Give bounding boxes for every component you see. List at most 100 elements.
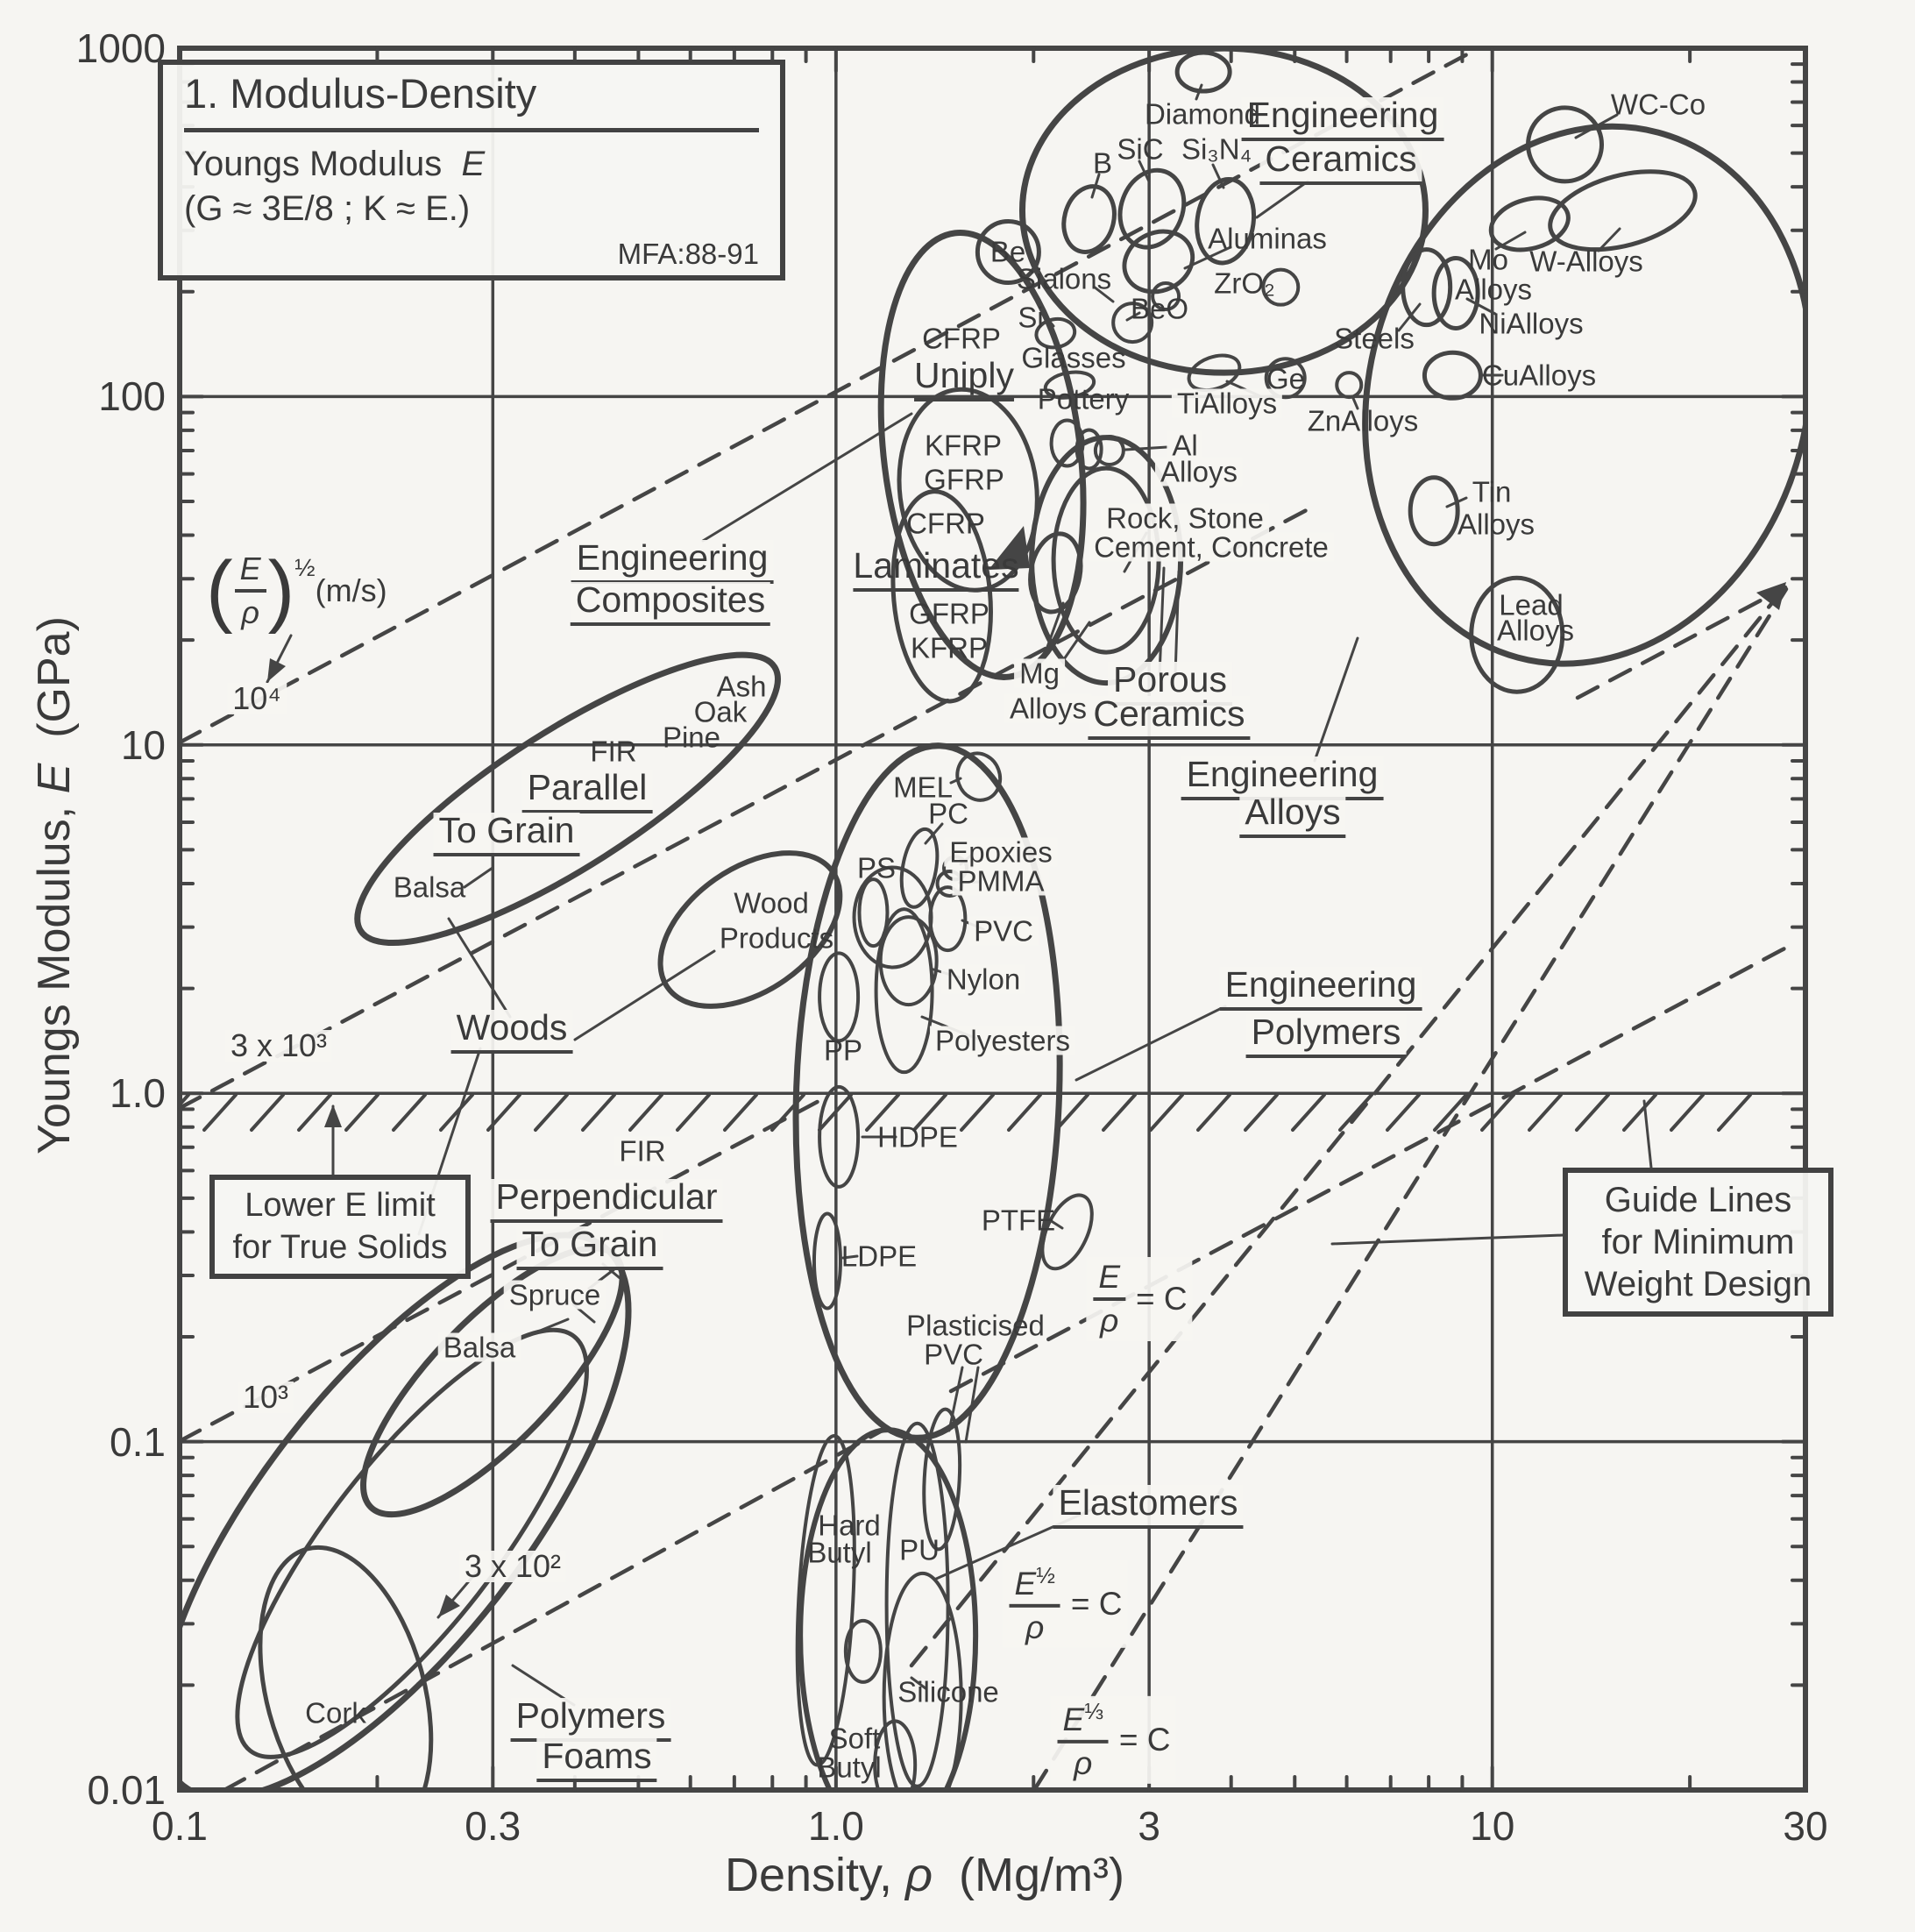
leader-line-9 [1397, 302, 1422, 332]
ellipse-beo [1111, 302, 1154, 344]
hatch-stroke [1433, 1093, 1468, 1132]
guideline-soundspeed-10e3-b [1575, 585, 1788, 700]
ellipse-epoxies [942, 855, 969, 882]
hatch-stroke [534, 1093, 569, 1132]
hatch-stroke [177, 1093, 190, 1111]
leader-line-49 [571, 1303, 596, 1324]
lower-e-limit-line2: for True Solids [232, 1228, 448, 1266]
leader-line-20 [1062, 621, 1091, 661]
hatch-stroke [676, 1093, 711, 1132]
leader-line-6 [1125, 311, 1141, 322]
leader-line-4 [1211, 163, 1225, 189]
ellipse-w-alloys [1548, 169, 1698, 252]
ellipse-ti-alloys [1187, 353, 1242, 393]
ellipse-mel [955, 751, 1003, 802]
guide-lines-line3: Weight Design [1584, 1265, 1812, 1303]
hatch-stroke [1338, 1093, 1373, 1132]
ellipse-pp [818, 951, 861, 1043]
leader-line-42 [841, 1254, 859, 1260]
ellipse-env-wood-products [657, 850, 843, 1009]
ellipse-tin-alloys [1408, 475, 1460, 547]
hatch-stroke [202, 1093, 238, 1132]
ellipses-layer [177, 46, 1808, 1793]
hatch-stroke [392, 1093, 427, 1132]
guideline-e12-over-rho [909, 583, 1789, 1668]
ellipse-steels [1401, 247, 1453, 328]
hatch-stroke [1670, 1093, 1705, 1132]
chart-subtitle: Youngs Modulus E [184, 145, 486, 183]
leader-line-46 [910, 1676, 927, 1690]
hatch-stroke [486, 1093, 521, 1132]
guideline-soundspeed-3x10e2 [222, 1426, 888, 1793]
ellipse-env-engineering-ceramics [1019, 46, 1429, 376]
leader-line-33 [463, 866, 494, 889]
ellipse-hdpe [818, 1084, 861, 1189]
x-axis-title: Density, ρ (Mg/m³) [725, 1849, 1124, 1901]
leader-line-12 [1597, 227, 1621, 252]
hatch-stroke [250, 1093, 285, 1132]
hatch-stroke [865, 1093, 900, 1132]
leader-line-50 [1330, 1233, 1564, 1246]
arrow-lower-e-limit [324, 1105, 342, 1127]
ellipse-plasticised-pvc [922, 1407, 962, 1552]
sound-speed-annotation: ( E ρ ) ½ (m/s) [206, 545, 387, 636]
leader-line-47 [511, 1664, 576, 1707]
chart-title: 1. Modulus-Density [184, 69, 759, 132]
ellipse-sic-3 [1151, 281, 1181, 312]
leader-line-28 [447, 917, 512, 1019]
arrow-3x10e2 [438, 1595, 460, 1617]
ellipse-diamond [1174, 50, 1232, 94]
leader-line-18 [1123, 531, 1148, 573]
ellipse-sic-1 [1117, 167, 1187, 250]
leader-line-16 [1225, 380, 1262, 398]
leader-line-10 [1465, 297, 1497, 316]
leader-line-24 [701, 412, 913, 543]
leader-line-29 [573, 949, 716, 1041]
hatch-stroke [628, 1093, 663, 1132]
leader-line-31 [587, 1264, 621, 1290]
hatch-stroke [581, 1093, 616, 1132]
hatch-stroke [1196, 1093, 1231, 1132]
hatch-stroke [1480, 1093, 1515, 1132]
ellipse-si3n4 [1195, 176, 1257, 266]
leader-line-27 [1255, 180, 1309, 219]
hatch-stroke [1386, 1093, 1421, 1132]
hatch-stroke [297, 1093, 332, 1132]
lower-e-limit-box: Lower E limit for True Solids [209, 1175, 471, 1279]
chart-formula: (G ≈ 3E/8 ; K ≈ E.) [184, 189, 471, 228]
ellipse-env-woods-parallel [354, 651, 781, 947]
right-paren: ) [267, 545, 295, 636]
leader-line-25 [1075, 1005, 1227, 1082]
leader-line-23 [1313, 636, 1359, 763]
ellipse-glasses [1043, 370, 1096, 400]
leader-line-17 [1124, 445, 1169, 451]
ellipse-env-polymer-foams-inner [235, 1327, 589, 1759]
ellipse-env-laminates [890, 489, 993, 704]
hatch-stroke [960, 1093, 995, 1132]
hatch-stroke [1102, 1093, 1137, 1132]
leader-line-44 [947, 1366, 964, 1432]
hatch-stroke [1622, 1093, 1657, 1132]
guideline-soundspeed-3x10e3 [177, 503, 1317, 1111]
chart-reference: MFA:88-91 [617, 238, 759, 270]
ellipse-cork [258, 1545, 434, 1793]
ellipse-ps [857, 877, 890, 948]
hatch-stroke [344, 1093, 379, 1132]
plot-border [177, 46, 1808, 1793]
ellipse-ptfe [1040, 1193, 1094, 1271]
hatch-stroke [1244, 1093, 1279, 1132]
ellipse-si [1034, 316, 1077, 350]
hatch-stroke [1054, 1093, 1089, 1132]
hatch-stroke [1717, 1093, 1752, 1132]
ellipse-hard-butyl [795, 1434, 856, 1767]
ellipse-sic-2 [1122, 229, 1195, 295]
laminates-wedge [989, 526, 1030, 570]
ellipse-elastomer-small [843, 1618, 883, 1684]
leader-line-51 [1642, 1099, 1653, 1169]
ellipse-ldpe [812, 1211, 842, 1310]
hatch-lower-e-limit [177, 1093, 1752, 1132]
ellipse-soft-butyl [873, 1719, 918, 1793]
guide-lines-box: Guide Lines for Minimum Weight Design [1563, 1168, 1833, 1317]
hatch-stroke [1007, 1093, 1042, 1132]
hatch-stroke [1291, 1093, 1326, 1132]
